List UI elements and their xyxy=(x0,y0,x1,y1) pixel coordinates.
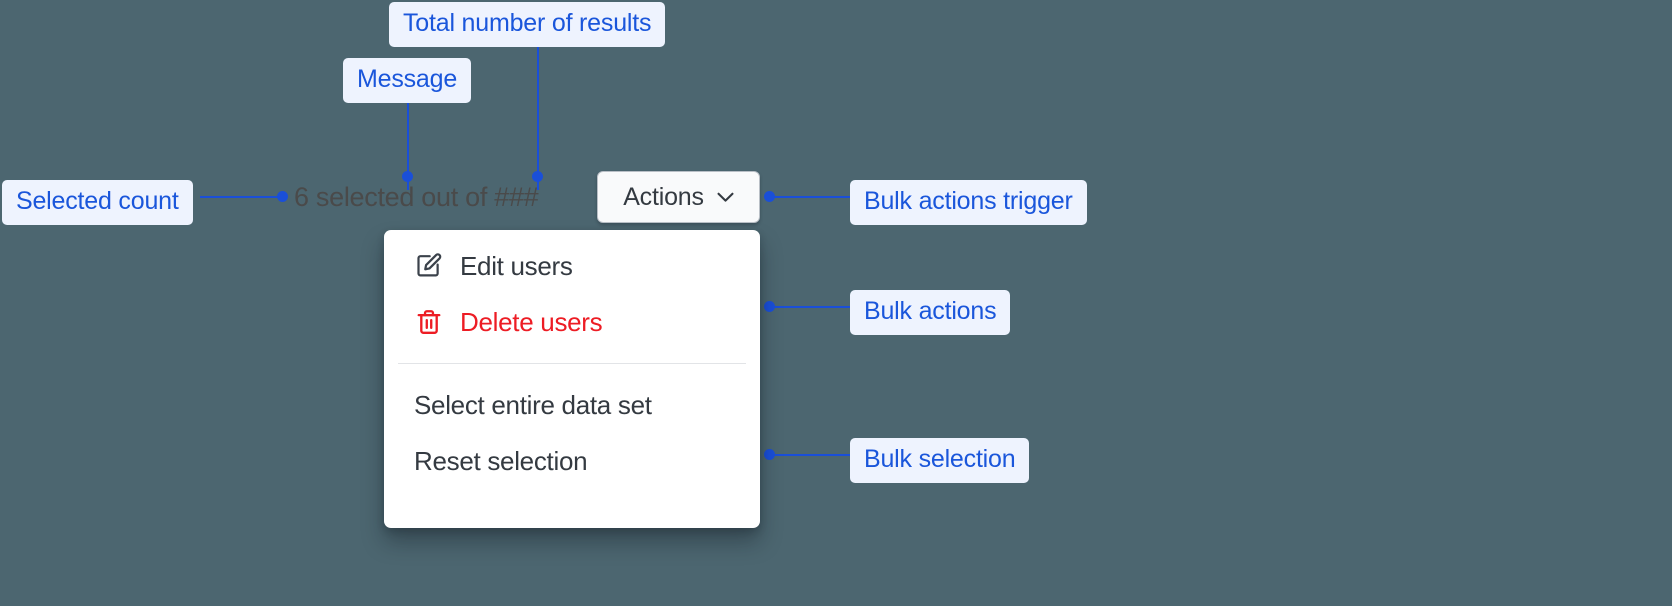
callout-bulk-actions-trigger: Bulk actions trigger xyxy=(850,180,1087,225)
connector-bulk-actions-trigger xyxy=(769,196,855,198)
connector-dot-message xyxy=(402,171,413,182)
callout-message: Message xyxy=(343,58,472,103)
connector-dot-total-results xyxy=(532,171,543,182)
connector-bulk-actions xyxy=(769,306,855,308)
menu-item-delete-users[interactable]: Delete users xyxy=(384,294,760,350)
bulk-actions-dropdown-menu: Edit users Delete users Select entire da… xyxy=(384,230,760,528)
connector-total-results xyxy=(537,40,539,190)
menu-item-label: Select entire data set xyxy=(414,390,652,420)
trash-icon xyxy=(414,307,444,337)
connector-dot-bulk-selection xyxy=(764,449,775,460)
connector-selected-count xyxy=(200,196,285,198)
menu-item-label: Delete users xyxy=(460,307,603,337)
menu-item-reset-selection[interactable]: Reset selection xyxy=(384,433,760,489)
callout-bulk-selection: Bulk selection xyxy=(850,438,1030,483)
edit-icon xyxy=(414,251,444,281)
connector-message xyxy=(407,96,409,190)
menu-item-select-entire-data-set[interactable]: Select entire data set xyxy=(384,377,760,433)
connector-bulk-selection xyxy=(769,454,855,456)
callout-bulk-actions: Bulk actions xyxy=(850,290,1011,335)
connector-dot-bulk-actions xyxy=(764,301,775,312)
connector-dot-selected-count xyxy=(277,191,288,202)
connector-dot-bulk-actions-trigger xyxy=(764,191,775,202)
menu-item-label: Edit users xyxy=(460,251,573,281)
menu-divider xyxy=(398,363,746,364)
callout-total-number-of-results: Total number of results xyxy=(389,2,666,47)
bulk-actions-trigger-label: Actions xyxy=(623,182,704,211)
callout-selected-count: Selected count xyxy=(2,180,193,225)
selected-count-message: 6 selected out of ### xyxy=(294,182,539,212)
chevron-down-icon xyxy=(717,192,734,203)
menu-item-edit-users[interactable]: Edit users xyxy=(384,238,760,294)
bulk-actions-trigger-button[interactable]: Actions xyxy=(597,171,760,223)
menu-item-label: Reset selection xyxy=(414,446,588,476)
